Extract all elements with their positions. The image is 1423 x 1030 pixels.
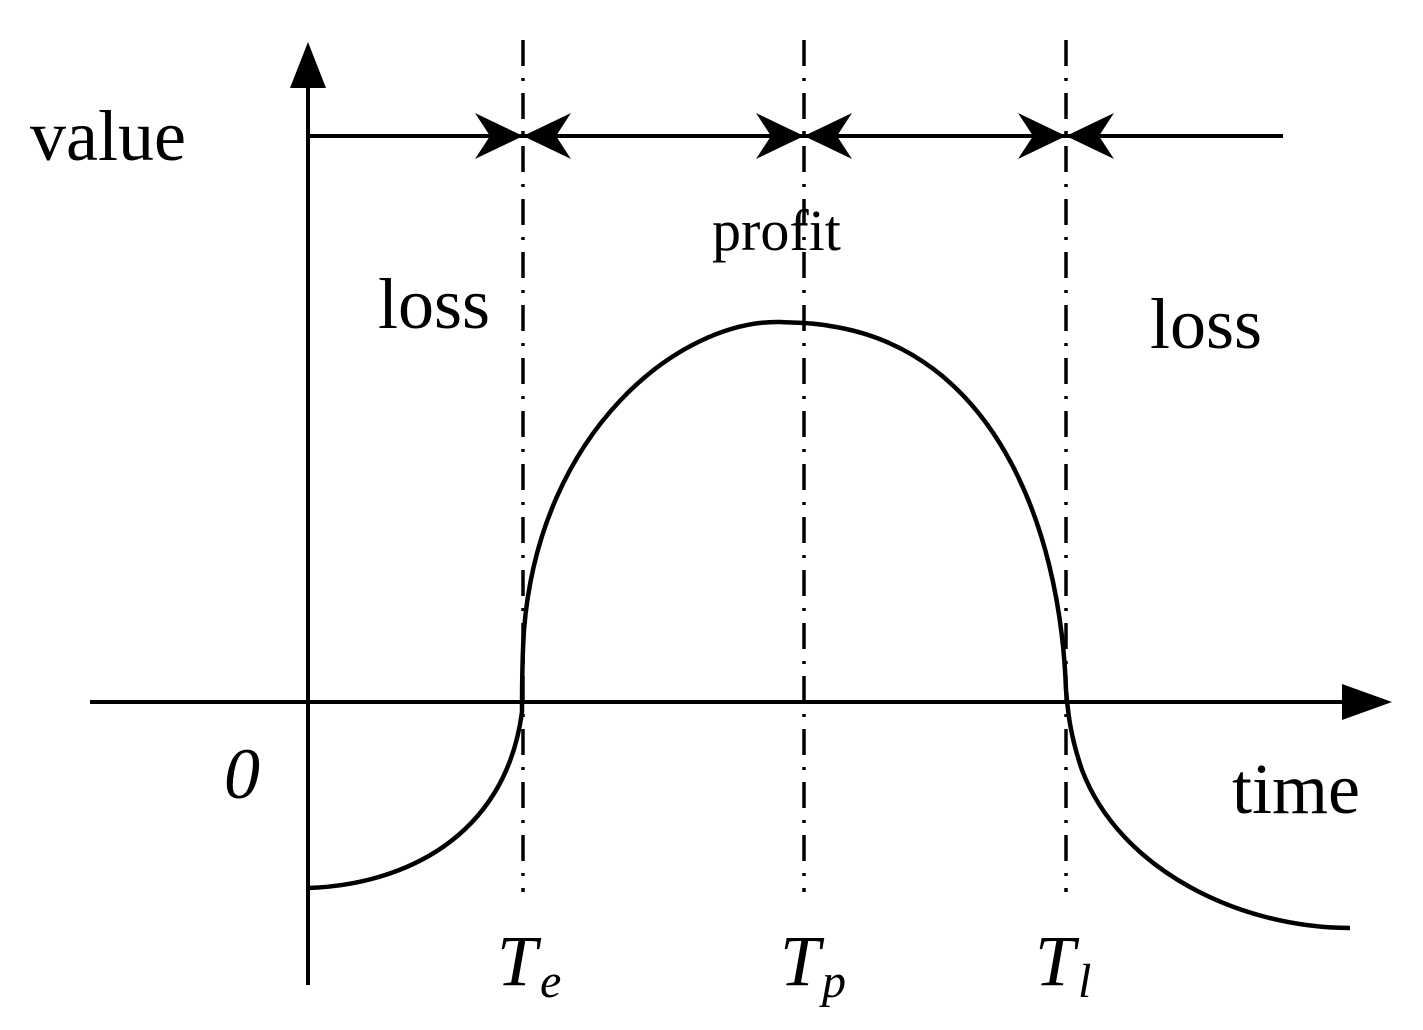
arrowhead-left-tl xyxy=(1066,113,1114,159)
marker-label-te: T e xyxy=(497,921,561,1008)
marker-label-te-sub: e xyxy=(540,955,561,1008)
marker-label-tp: T p xyxy=(780,921,846,1008)
marker-label-tp-sub: p xyxy=(819,955,846,1008)
x-axis-label: time xyxy=(1232,749,1360,829)
x-axis-arrowhead xyxy=(1342,684,1392,720)
arrowhead-right-tp xyxy=(756,113,804,159)
region-label-right: loss xyxy=(1150,284,1262,364)
region-label-left: loss xyxy=(378,264,490,344)
marker-label-tl-base: T xyxy=(1035,921,1080,1001)
origin-label: 0 xyxy=(224,734,260,814)
arrowhead-left-te xyxy=(523,113,571,159)
marker-label-tl: T l xyxy=(1035,921,1091,1008)
marker-label-te-base: T xyxy=(497,921,542,1001)
marker-label-tp-base: T xyxy=(780,921,825,1001)
y-axis-label: value xyxy=(30,96,186,176)
marker-label-tl-sub: l xyxy=(1078,955,1091,1008)
arrowhead-left-tp xyxy=(804,113,852,159)
region-label-middle: profit xyxy=(712,198,841,263)
arrowhead-right-tl xyxy=(1018,113,1066,159)
value-curve xyxy=(307,319,1351,931)
arrowhead-right-te xyxy=(475,113,523,159)
y-axis-arrowhead xyxy=(290,42,326,88)
